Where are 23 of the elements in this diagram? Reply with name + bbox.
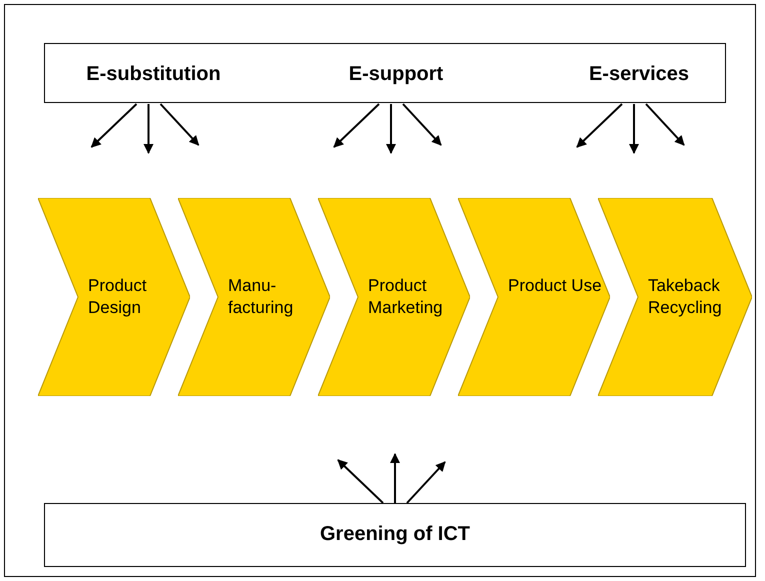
arrow — [90, 103, 138, 148]
arrow — [645, 103, 685, 146]
step-label: Product Design — [88, 275, 148, 319]
arrow — [406, 461, 446, 504]
arrow — [333, 103, 380, 148]
arrow — [386, 104, 396, 154]
category-label: E-substitution — [61, 60, 246, 88]
step-label: Product Marketing — [368, 275, 444, 319]
arrow — [402, 103, 442, 146]
box-title: Greening of ICT — [319, 523, 471, 546]
arrow — [576, 103, 623, 148]
arrow — [144, 104, 154, 154]
arrow — [337, 459, 384, 504]
footer-box — [44, 503, 746, 567]
arrow — [629, 104, 639, 154]
category-label: E-services — [575, 60, 703, 88]
step-label: Product Use — [508, 275, 603, 297]
arrow — [160, 103, 200, 146]
step-label: Takeback Recycling — [648, 275, 723, 319]
category-label: E-support — [336, 60, 456, 88]
arrow — [390, 453, 400, 503]
header-box — [44, 43, 726, 103]
step-label: Manu- facturing — [228, 275, 294, 319]
